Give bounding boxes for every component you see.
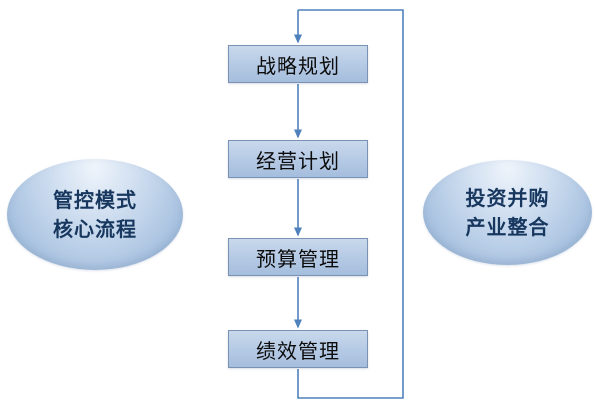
flow-step-label: 经营计划 bbox=[256, 148, 340, 173]
left-annotation-line2: 核心流程 bbox=[53, 216, 137, 241]
right-annotation-line1: 投资并购 bbox=[465, 185, 550, 210]
right-annotation-ellipse: 投资并购 产业整合 bbox=[423, 160, 592, 265]
left-annotation-ellipse: 管控模式 核心流程 bbox=[7, 159, 183, 270]
flow-step-label: 预算管理 bbox=[256, 246, 340, 271]
flow-step-performance-management: 绩效管理 bbox=[228, 330, 368, 368]
left-annotation-line1: 管控模式 bbox=[53, 187, 137, 212]
flow-step-label: 战略规划 bbox=[256, 53, 340, 78]
flow-step-strategic-planning: 战略规划 bbox=[228, 45, 368, 83]
flow-step-label: 绩效管理 bbox=[256, 338, 340, 363]
flow-step-budget-management: 预算管理 bbox=[228, 238, 368, 276]
flow-step-business-plan: 经营计划 bbox=[228, 140, 368, 178]
right-annotation-line2: 产业整合 bbox=[465, 214, 550, 239]
